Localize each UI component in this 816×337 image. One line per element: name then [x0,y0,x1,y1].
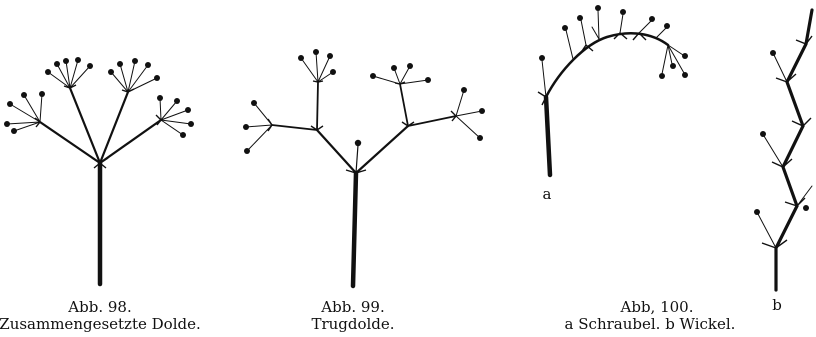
fig100-label-b: b [772,296,782,314]
fig98-caption: Zusammengesetzte Dolde. [0,315,201,333]
fig100-caption: a Schraubel. b Wickel. [564,315,736,333]
fig100-label-a: a [542,185,552,203]
fig98-compound-umbel [4,57,194,287]
fig100-number: Abb, 100. [620,298,694,316]
fig99-cyme [243,49,485,289]
fig100b-wickel [754,8,814,292]
fig98-number: Abb. 98. [68,298,132,316]
fig99-caption: Trugdolde. [311,315,395,333]
fig99-number: Abb. 99. [321,298,385,316]
fig100a-schraubel [537,5,688,178]
